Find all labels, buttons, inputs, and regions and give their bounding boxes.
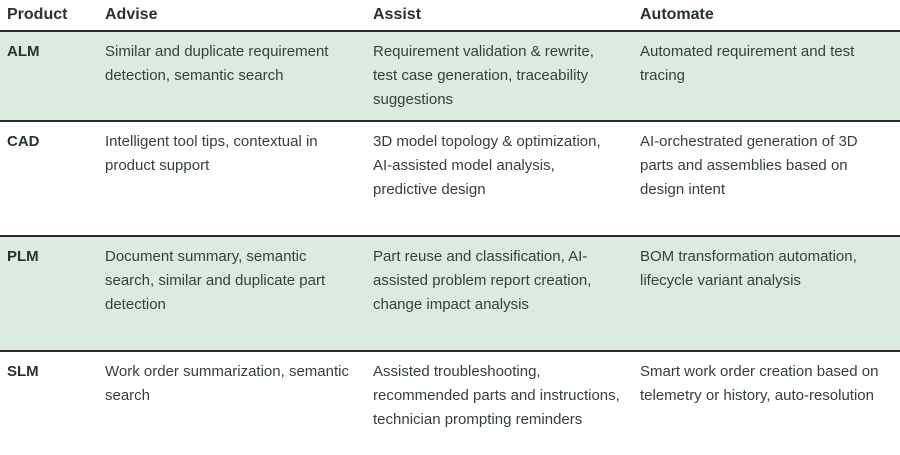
- header-row: Product Advise Assist Automate: [0, 0, 900, 32]
- assist-cell: Requirement validation & rewrite, test c…: [373, 31, 640, 122]
- table-header: Product Advise Assist Automate: [0, 0, 900, 32]
- product-cell: ALM: [0, 31, 105, 122]
- automate-cell: BOM transformation automation, lifecycle…: [640, 236, 900, 352]
- column-header-automate: Automate: [640, 0, 900, 32]
- column-header-product: Product: [0, 0, 105, 32]
- advise-cell: Document summary, semantic search, simil…: [105, 236, 373, 352]
- column-header-advise: Advise: [105, 0, 373, 32]
- assist-cell: 3D model topology & optimization, AI-ass…: [373, 121, 640, 237]
- product-cell: CAD: [0, 121, 105, 237]
- automate-cell: Smart work order creation based on telem…: [640, 363, 879, 404]
- automate-cell: AI-orchestrated generation of 3D parts a…: [640, 121, 900, 237]
- product-cell: SLM: [7, 363, 39, 380]
- assist-cell: Assisted troubleshooting, recommended pa…: [373, 363, 620, 428]
- advise-cell: Similar and duplicate requirement detect…: [105, 31, 373, 122]
- assist-cell: Part reuse and classification, AI-assist…: [373, 236, 640, 352]
- advise-cell: Work order summarization, semantic searc…: [105, 363, 349, 404]
- product-cell: PLM: [0, 236, 105, 352]
- automate-cell: Automated requirement and test tracing: [640, 31, 900, 122]
- advise-cell: Intelligent tool tips, contextual in pro…: [105, 121, 373, 237]
- column-header-assist: Assist: [373, 0, 640, 32]
- table-row: SLM Work order summarization, semantic se…: [0, 351, 900, 455]
